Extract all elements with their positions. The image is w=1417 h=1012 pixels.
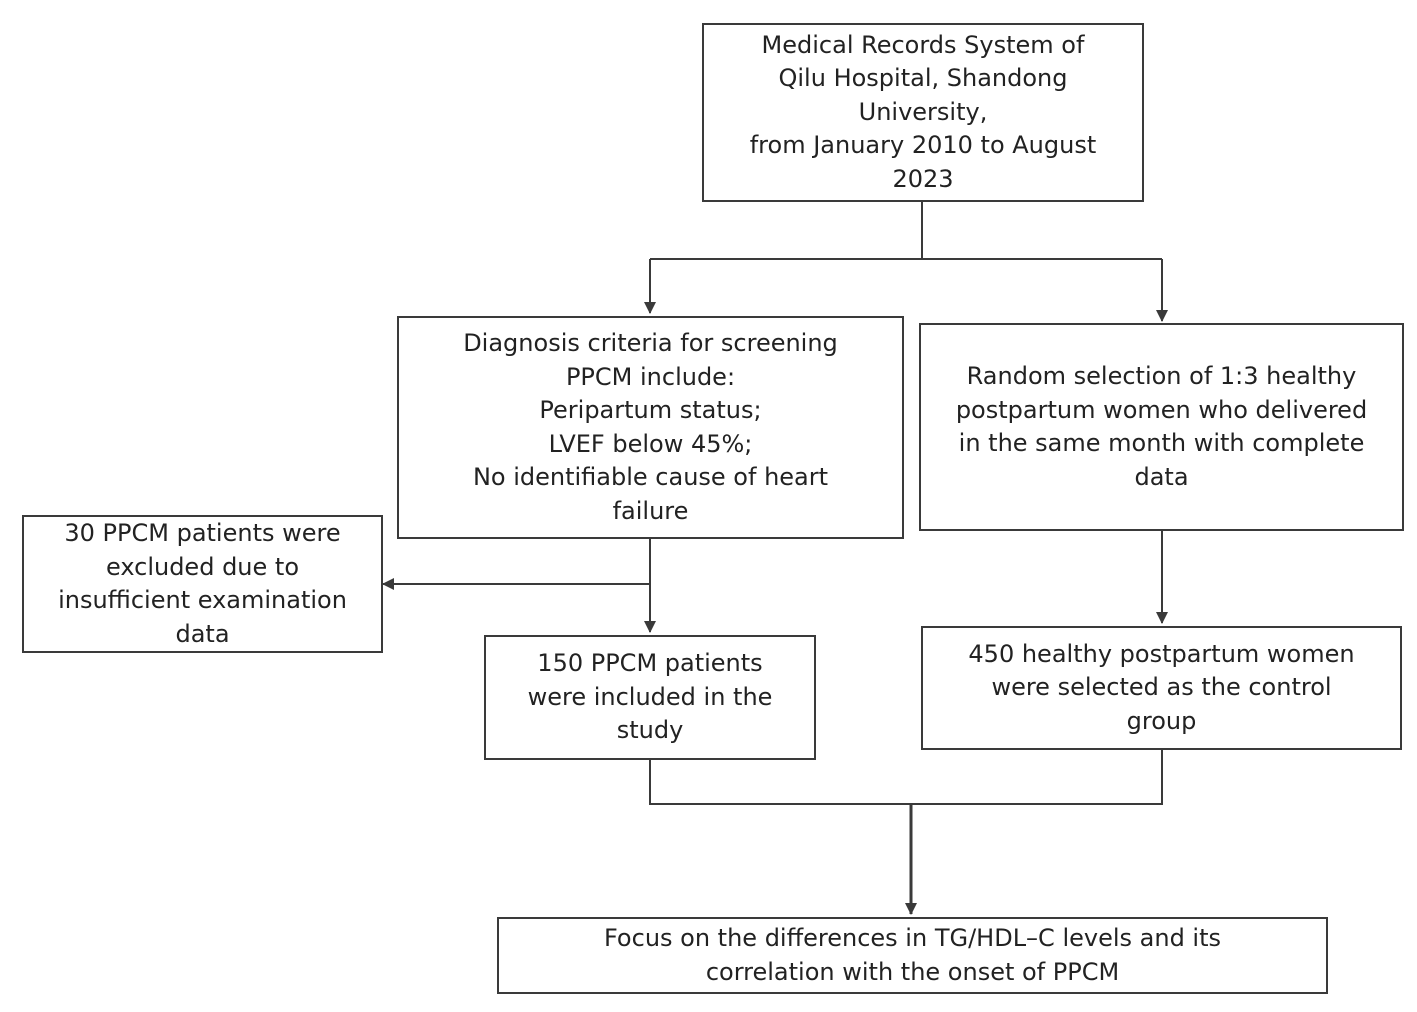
random-selection-line: Random selection of 1:3 healthy (966, 362, 1357, 390)
excluded-line: excluded due to (106, 552, 299, 581)
control-line: were selected as the control (991, 673, 1332, 702)
criteria-line: Diagnosis criteria for screening (463, 329, 838, 357)
criteria-line: Peripartum status; (539, 396, 762, 424)
source-line: Medical Records System of (761, 30, 1085, 59)
included-box: 150 PPCM patients were included in the s… (484, 635, 816, 760)
focus-line: correlation with the onset of PPCM (705, 957, 1120, 986)
criteria-line: LVEF below 45%; (548, 429, 753, 458)
source-line: 2023 (892, 164, 954, 193)
included-line: study (616, 716, 684, 745)
random-selection-line: data (1134, 462, 1189, 491)
focus-line: Focus on the differences in TG/HDL–C lev… (603, 924, 1222, 952)
source-line: from January 2010 to August (749, 131, 1097, 160)
control-line: group (1126, 706, 1197, 735)
control-line: 450 healthy postpartum women (968, 639, 1355, 668)
criteria-line: No identifiable cause of heart (472, 463, 829, 491)
criteria-line: PPCM include: (565, 362, 736, 391)
excluded-line: 30 PPCM patients were (64, 519, 341, 547)
random-selection-line: in the same month with complete (958, 429, 1365, 457)
criteria-box: Diagnosis criteria for screening PPCM in… (397, 316, 904, 539)
source-line: University, (858, 97, 988, 126)
excluded-box: 30 PPCM patients were excluded due to in… (22, 515, 383, 653)
random-selection-line: postpartum women who delivered (955, 395, 1368, 424)
excluded-line: insufficient examination (58, 586, 347, 614)
connector-source-split (650, 201, 1162, 260)
excluded-line: data (175, 619, 230, 648)
source-line: Qilu Hospital, Shandong (778, 64, 1068, 93)
connector-merge (649, 749, 1163, 805)
focus-box: Focus on the differences in TG/HDL–C lev… (497, 917, 1328, 994)
included-line: were included in the (527, 682, 773, 711)
included-line: 150 PPCM patients (537, 649, 763, 678)
criteria-line: failure (612, 496, 689, 525)
source-box: Medical Records System of Qilu Hospital,… (702, 23, 1144, 202)
control-box: 450 healthy postpartum women were select… (921, 626, 1402, 750)
random-selection-box: Random selection of 1:3 healthy postpart… (919, 323, 1404, 531)
